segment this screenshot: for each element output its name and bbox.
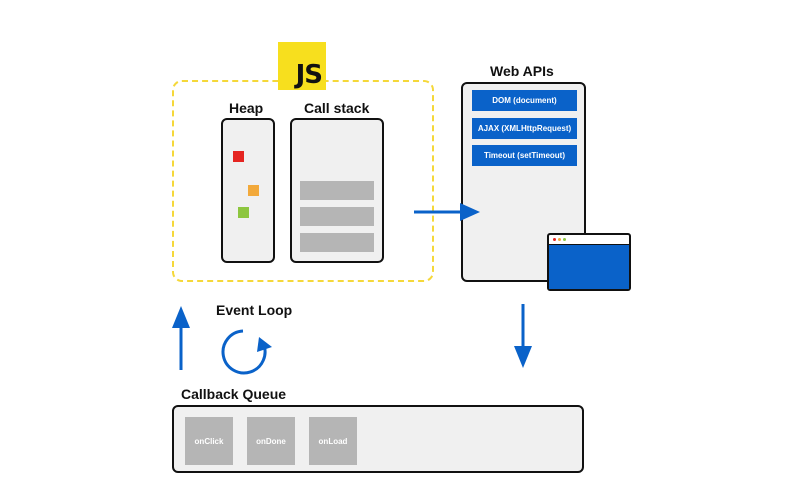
callback-queue-label: Callback Queue bbox=[181, 386, 287, 402]
web-api-item-ajax: AJAX (XMLHttpRequest) bbox=[472, 118, 577, 139]
window-dot-icon bbox=[563, 238, 566, 241]
heap-panel bbox=[221, 118, 275, 263]
callback-queue-panel bbox=[172, 405, 584, 473]
arrow-stack-to-webapis-icon bbox=[414, 203, 480, 221]
web-apis-panel bbox=[461, 82, 586, 282]
browser-window-icon bbox=[547, 233, 631, 291]
queue-item-ondone: onDone bbox=[247, 417, 295, 465]
queue-item-onload: onLoad bbox=[309, 417, 357, 465]
stack-frame bbox=[300, 181, 374, 200]
browser-window-content bbox=[549, 244, 629, 289]
window-dot-icon bbox=[558, 238, 561, 241]
web-api-item-dom: DOM (document) bbox=[472, 90, 577, 111]
heap-object-red bbox=[233, 151, 244, 162]
js-logo-text: JS bbox=[295, 60, 323, 90]
heap-label: Heap bbox=[229, 100, 264, 116]
event-loop-label: Event Loop bbox=[216, 302, 293, 318]
heap-object-orange bbox=[248, 185, 259, 196]
call-stack-label: Call stack bbox=[304, 100, 370, 116]
event-loop-cycle-icon bbox=[221, 329, 272, 375]
web-api-item-timeout: Timeout (setTimeout) bbox=[472, 145, 577, 166]
web-apis-label: Web APIs bbox=[490, 63, 554, 79]
arrow-queue-to-stack-icon bbox=[172, 306, 190, 370]
arrow-webapis-to-queue-icon bbox=[514, 304, 532, 368]
heap-object-green bbox=[238, 207, 249, 218]
stack-frame bbox=[300, 233, 374, 252]
window-dot-icon bbox=[553, 238, 556, 241]
queue-item-onclick: onClick bbox=[185, 417, 233, 465]
stack-frame bbox=[300, 207, 374, 226]
js-logo: JS bbox=[278, 42, 326, 90]
